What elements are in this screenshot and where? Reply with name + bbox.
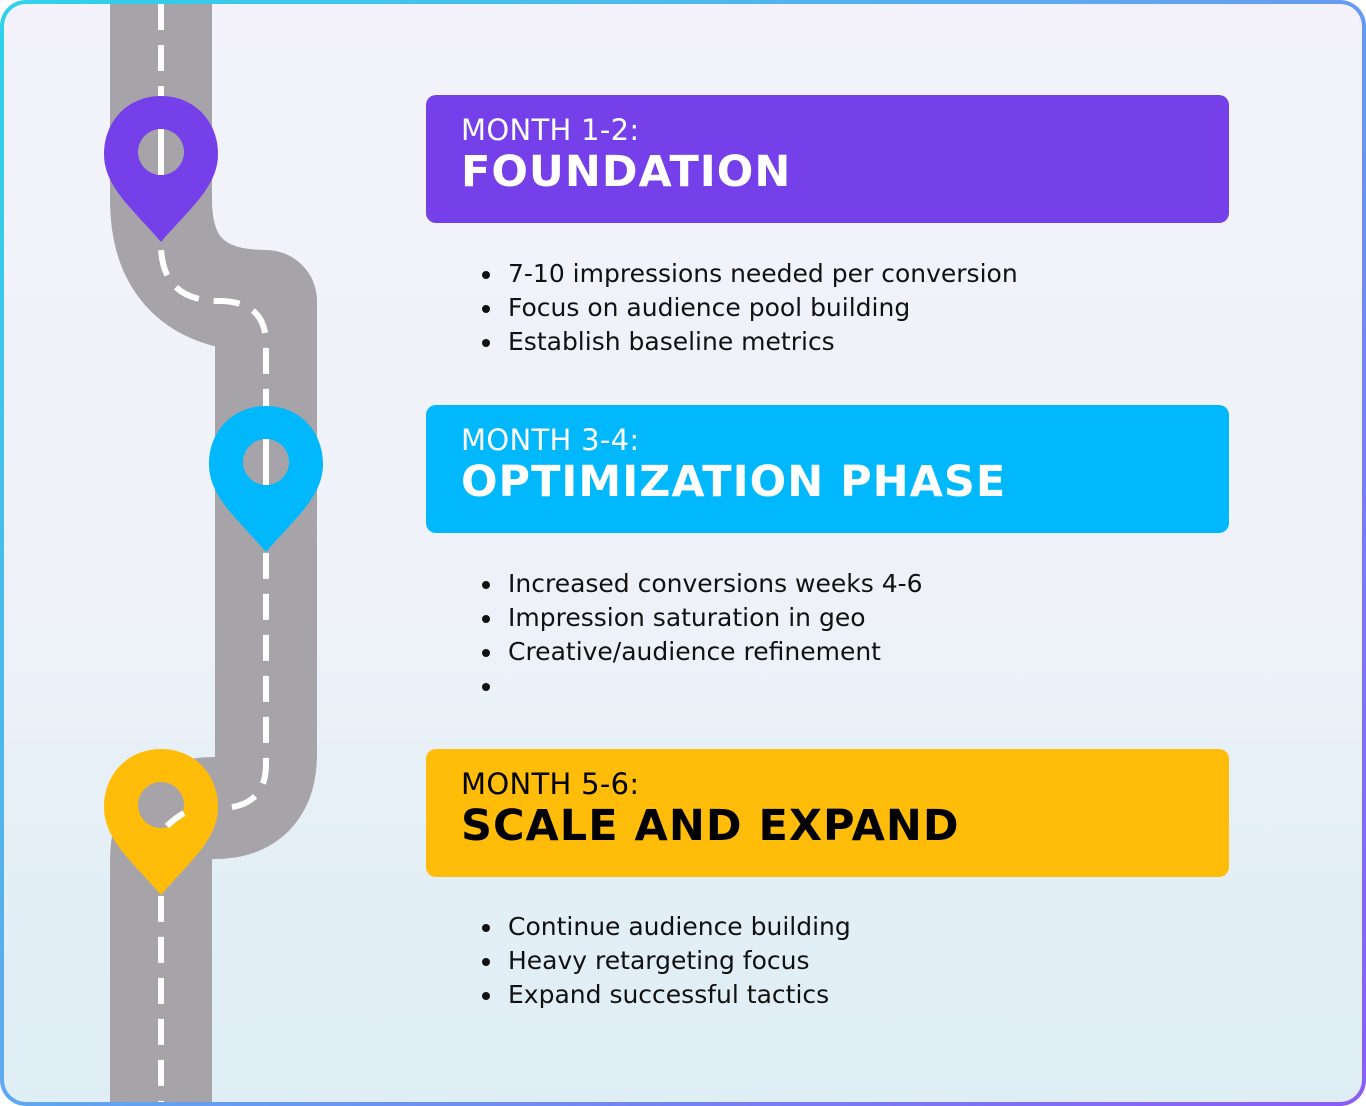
bullet-item: Impression saturation in geo [480,601,923,635]
card-inner: MONTH 1-2: FOUNDATION 7-10 impressions n… [4,4,1362,1102]
bullet-item: Creative/audience refinement [480,635,923,669]
phase-bullets-scale: Continue audience building Heavy retarge… [480,910,851,1012]
bullet-item [480,669,923,703]
bullet-item: Continue audience building [480,910,851,944]
phase-month: MONTH 3-4: [461,423,640,457]
phase-title: OPTIMIZATION PHASE [461,457,1007,507]
phase-header-scale: MONTH 5-6: SCALE AND EXPAND [426,749,1229,877]
phase-bullets-optimization: Increased conversions weeks 4-6 Impressi… [480,567,923,703]
phase-header-foundation: MONTH 1-2: FOUNDATION [426,95,1229,223]
map-pin-icon [209,406,323,552]
road-center-line [158,4,269,1102]
phase-month: MONTH 5-6: [461,767,640,801]
bullet-item: Expand successful tactics [480,978,851,1012]
phase-title: FOUNDATION [461,147,792,197]
bullet-item: 7-10 impressions needed per conversion [480,257,1018,291]
phase-header-optimization: MONTH 3-4: OPTIMIZATION PHASE [426,405,1229,533]
roadmap-road [104,4,323,1102]
bullet-item: Focus on audience pool building [480,291,1018,325]
phase-title: SCALE AND EXPAND [461,801,960,851]
bullet-item: Increased conversions weeks 4-6 [480,567,923,601]
bullet-item: Establish baseline metrics [480,325,1018,359]
phase-bullets-foundation: 7-10 impressions needed per conversion F… [480,257,1018,359]
map-pin-icon [104,96,218,242]
bullet-item: Heavy retargeting focus [480,944,851,978]
map-pin-icon [104,749,218,895]
phase-month: MONTH 1-2: [461,113,640,147]
